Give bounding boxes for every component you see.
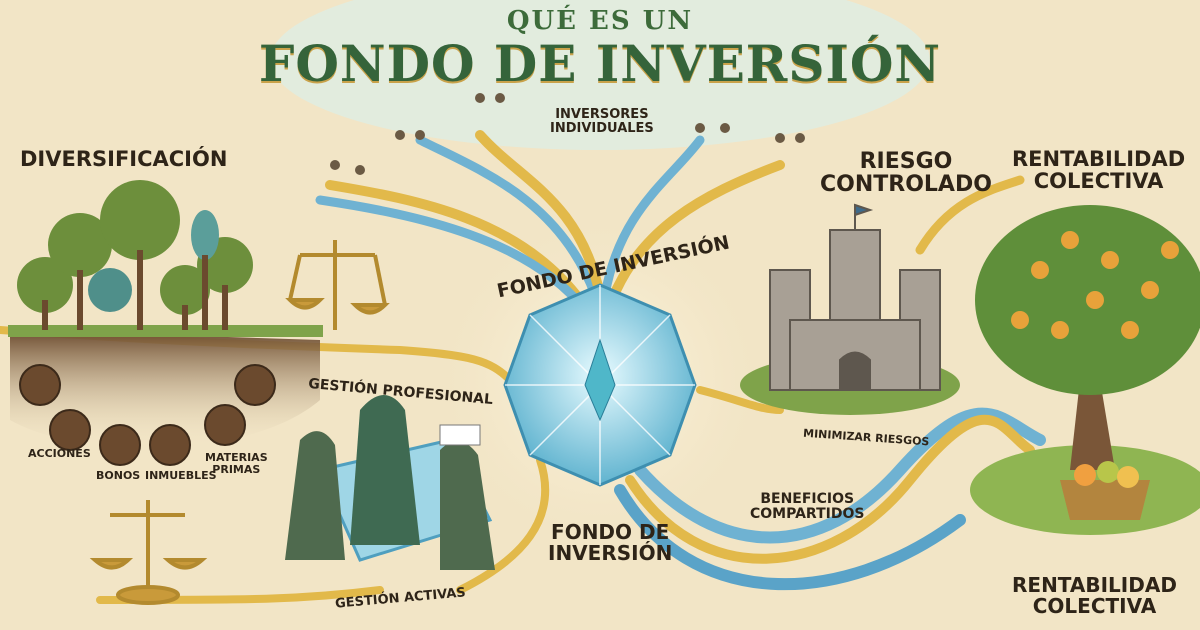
professional-managers (285, 395, 495, 570)
label-acciones: ACCIONES (28, 447, 91, 460)
castle (740, 203, 960, 415)
fund-crystal (503, 283, 697, 487)
label-diversificacion: DIVERSIFICACIÓN (20, 147, 228, 171)
label-beneficios: BENEFICIOS COMPARTIDOS (750, 491, 865, 522)
label-materias-primas: MATERIAS PRIMAS (205, 451, 268, 476)
label-rentabilidad-bottom: RENTABILIDAD COLECTIVA (1012, 573, 1177, 618)
diversification-trees (8, 180, 323, 466)
individual-investors (330, 93, 805, 175)
balance-scale-icon (89, 500, 208, 605)
title-glow (270, 0, 930, 150)
label-inversores: INVERSORES INDIVIDUALES (550, 107, 654, 136)
label-inmuebles: INMUEBLES (145, 469, 217, 482)
label-rentabilidad-top: RENTABILIDAD COLECTIVA (1012, 147, 1186, 194)
asset-icons (19, 364, 276, 466)
label-bonos: BONOS (96, 469, 141, 482)
title-line-1: QUÉ ES UN (506, 6, 694, 36)
label-riesgo: RIESGO CONTROLADO (820, 149, 992, 198)
label-fondo-bottom: FONDO DE INVERSIÓN (548, 520, 673, 565)
page-title: FONDO DE INVERSIÓN (258, 34, 942, 93)
balance-scale-icon (285, 240, 390, 330)
apple-tree (970, 205, 1200, 535)
